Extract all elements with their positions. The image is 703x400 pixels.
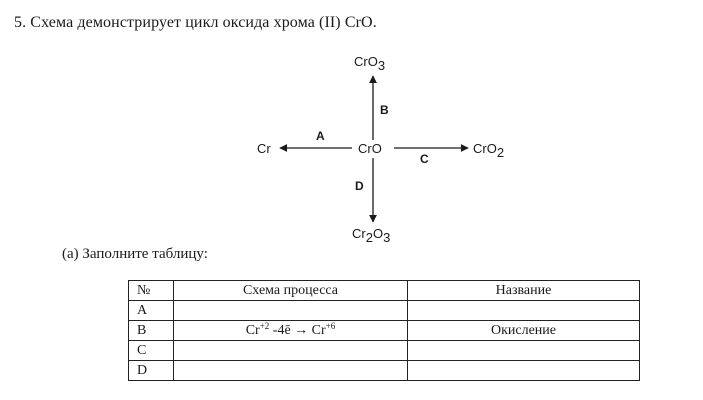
top-compound: CrO3 [354,54,385,73]
label-a: A [316,129,325,143]
row-scheme-cell[interactable]: Cr+2 -4ē → Cr+6 [173,320,408,341]
scheme-middle: -4ē → Cr [269,323,326,338]
scheme-left-charge: +2 [259,321,270,331]
row-id: C [128,340,174,361]
bottom-compound: Cr2O3 [352,226,390,245]
row-name-cell[interactable] [407,300,640,321]
right-compound: CrO2 [473,141,504,160]
scheme-right-charge: +6 [325,321,336,331]
task-title: 5. Схема демонстрирует цикл оксида хрома… [14,14,377,31]
process-table: № Схема процесса Название A B Cr+2 -4ē →… [128,280,640,381]
header-name: Название [407,280,640,301]
row-scheme-cell[interactable] [173,300,408,321]
table-row: B Cr+2 -4ē → Cr+6 Окисление [128,320,640,341]
table-row: D [128,360,640,381]
label-b: B [380,103,389,117]
row-id: D [128,360,174,381]
scheme-left: Cr [245,323,260,338]
header-number: № [128,280,174,301]
label-d: D [355,179,364,193]
row-name-cell[interactable]: Окисление [407,320,640,341]
chromium-oxide-cycle-diagram: CrO3 CrO Cr CrO2 Cr2O3 B A C D [257,54,504,245]
center-compound: CrO [358,141,382,156]
subtask-instruction: (а) Заполните таблицу: [62,246,208,262]
row-scheme-cell[interactable] [173,340,408,361]
table-row: A [128,300,640,321]
row-id: A [128,300,174,321]
table-header-row: № Схема процесса Название [128,280,640,301]
row-scheme-cell[interactable] [173,360,408,381]
row-id: B [128,320,174,341]
table-row: C [128,340,640,361]
row-name-cell[interactable] [407,340,640,361]
row-name-cell[interactable] [407,360,640,381]
header-scheme: Схема процесса [173,280,408,301]
label-c: C [420,152,429,166]
left-compound: Cr [257,141,271,156]
